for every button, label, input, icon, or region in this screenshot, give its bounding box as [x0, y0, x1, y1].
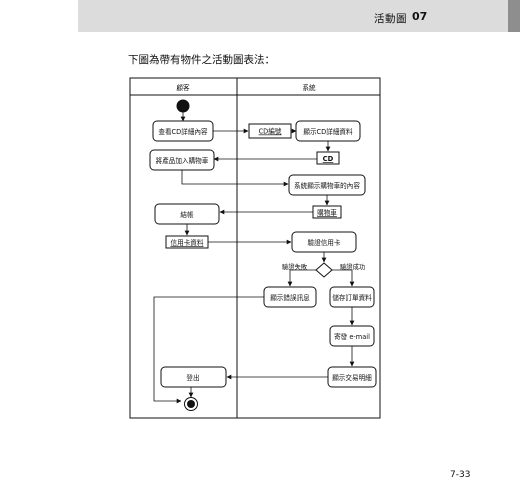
- flow-decision-fail: [287, 269, 316, 287]
- intro-text: 下圖為帶有物件之活動圖表法：: [128, 54, 275, 66]
- object-card-info-label: 信用卡資料: [171, 238, 204, 247]
- guard-success-label: 驗證成功: [340, 262, 365, 271]
- action-checkout-label: 結帳: [180, 210, 194, 219]
- object-cd: [316, 151, 340, 165]
- action-logout: [160, 366, 227, 388]
- action-verify-card-label: 驗證信用卡: [308, 238, 341, 247]
- swimlane-frame: [129, 77, 381, 419]
- flow-add-to-showcart: [181, 170, 289, 187]
- flow-error-to-end: [153, 296, 264, 404]
- header-accent-bar: [508, 0, 520, 32]
- chapter-number: 07: [412, 10, 428, 23]
- action-logout-label: 登出: [186, 373, 199, 382]
- object-cart-label: 購物車: [317, 208, 337, 217]
- object-cd-catalog-label: CD編號: [259, 127, 282, 136]
- action-show-details-label: 顯示交易明細: [332, 373, 372, 382]
- page-number: 7-33: [450, 470, 471, 480]
- final-node-dot: [187, 400, 195, 408]
- object-cd-label: CD: [323, 155, 334, 163]
- action-show-error-label: 顯示錯誤訊息: [270, 293, 310, 302]
- action-show-cart-label: 系統顯示購物車的內容: [294, 181, 360, 190]
- action-add-to-cart-label: 將產品加入購物車: [156, 156, 209, 165]
- lane-system-label: 系統: [302, 83, 316, 92]
- chapter-header-band: [78, 0, 520, 32]
- action-send-email-label: 寄發 e-mail: [334, 332, 370, 341]
- lane-customer-label: 顧客: [176, 83, 190, 92]
- action-view-cd-detail-label: 查看CD詳細內容: [158, 127, 208, 136]
- action-save-order-label: 儲存訂單資料: [332, 293, 372, 302]
- action-show-cd-detail-label: 顯示CD詳細資料: [303, 127, 353, 136]
- chapter-title: 活動圖: [374, 13, 407, 25]
- initial-node: [176, 99, 190, 113]
- guard-fail-label: 驗證失敗: [282, 262, 308, 271]
- flow-decision-success: [332, 269, 355, 287]
- decision-node: [315, 262, 333, 278]
